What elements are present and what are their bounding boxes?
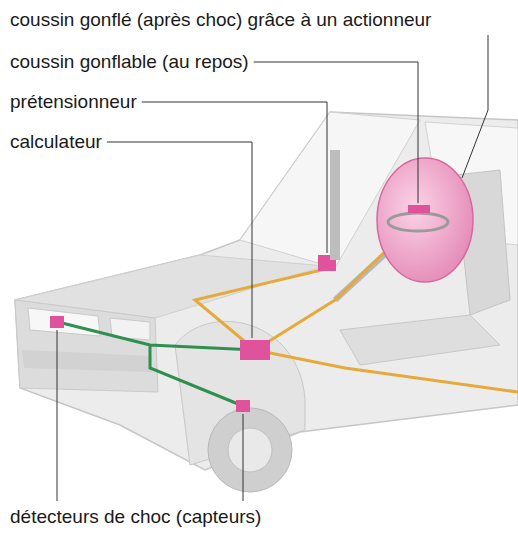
- inflated-airbag: [377, 158, 473, 282]
- steering-wheel: [388, 213, 448, 231]
- wheel-hub: [228, 428, 272, 472]
- seat-base: [340, 315, 500, 365]
- leader-line: [462, 35, 488, 178]
- part-label: calculateur: [10, 130, 102, 154]
- car-front: [15, 300, 158, 392]
- headlight: [28, 308, 100, 336]
- part-label: coussin gonflable (au repos): [10, 50, 249, 74]
- bumper: [22, 350, 152, 372]
- leader-line: [254, 62, 418, 203]
- part-label: prétensionneur: [10, 90, 137, 114]
- sensor-wire: [58, 322, 255, 406]
- crash-sensor: [236, 400, 250, 412]
- seat-belt: [330, 150, 340, 260]
- airbag-housing: [408, 205, 430, 213]
- computer: [240, 340, 270, 360]
- leader-line: [107, 142, 252, 338]
- wheel: [208, 408, 292, 492]
- part-label: coussin gonflé (après choc) grâce à un a…: [10, 8, 431, 32]
- leader-line: [243, 414, 244, 501]
- leader-line: [142, 102, 327, 253]
- part-label: détecteurs de choc (capteurs): [10, 505, 261, 529]
- leader-line: [57, 330, 58, 501]
- crash-sensor: [50, 316, 64, 328]
